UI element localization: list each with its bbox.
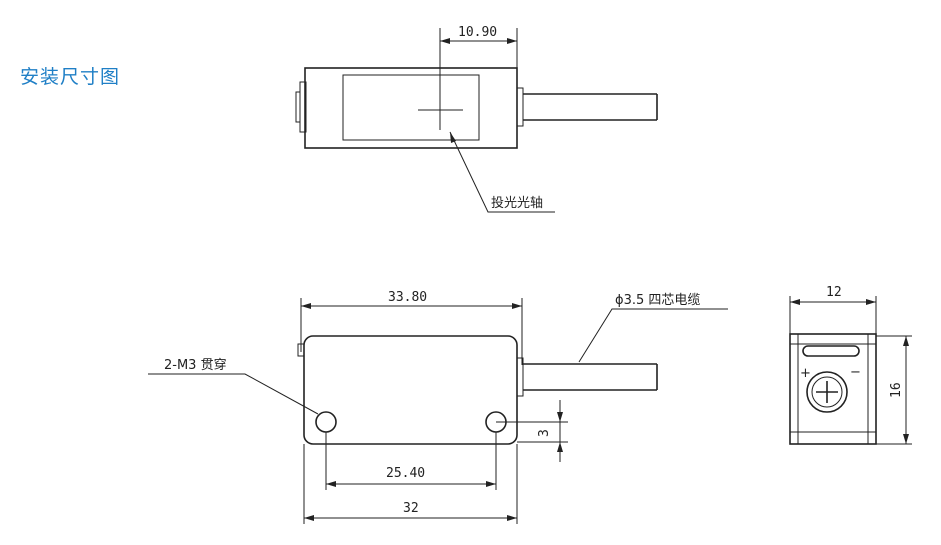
hole-label: 2-M3 贯穿 xyxy=(164,357,227,373)
top-view: 10.90 投光光轴 xyxy=(295,25,658,213)
end-view: 12 + − 16 xyxy=(789,285,912,445)
cable-label: ϕ3.5 四芯电缆 xyxy=(615,292,700,308)
dim-end-width: 12 xyxy=(826,285,842,300)
dim-base: 32 xyxy=(403,501,419,516)
dim-hole-spacing: 25.40 xyxy=(386,466,425,481)
axis-label: 投光光轴 xyxy=(491,195,543,211)
plus-sign: + xyxy=(800,366,811,381)
dim-end-height: 16 xyxy=(889,382,904,398)
dim-length: 33.80 xyxy=(388,290,427,305)
dim-top-width: 10.90 xyxy=(458,25,497,40)
dim-hole-offset: 3 xyxy=(537,429,552,437)
minus-sign: − xyxy=(850,365,861,380)
side-view: 33.80 ϕ3.5 四芯电缆 2-M3 贯穿 25.40 32 xyxy=(148,290,728,524)
page-title: 安装尺寸图 xyxy=(20,66,121,88)
